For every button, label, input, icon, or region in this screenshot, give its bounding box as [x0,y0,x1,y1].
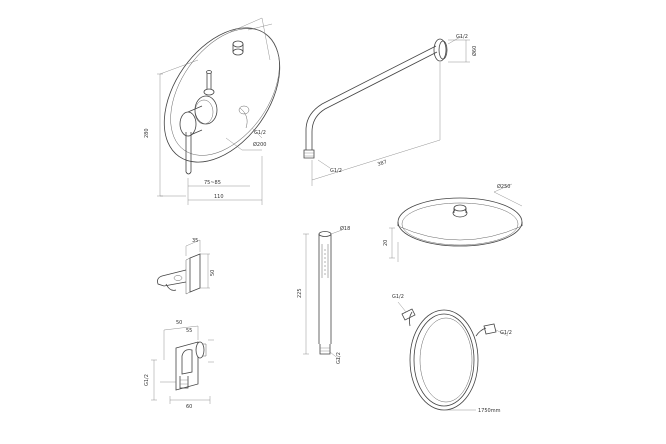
hose-length-label: 1750mm [478,408,501,414]
shower-arm-drawing: 387 G1/2 Ø60 G1/2 [303,34,478,186]
mixer-height-label: 280 [144,128,150,138]
arm-thread-label: G1/2 [456,34,468,40]
mixer-drawing: 280 Ø200 75~85 110 G1/2 [144,17,281,205]
hand-shower-drawing: 225 Ø18 G1/2 [297,225,350,364]
wall-elbow-drawing: 50 55 G1/2 60 [144,320,214,410]
arm-outlet-label: G1/2 [330,168,342,174]
mixer-plate-diameter-label: Ø200 [253,141,266,148]
hand-shower-top-label: Ø18 [340,225,350,232]
head-height-label: 20 [383,240,389,246]
hand-shower-length-label: 225 [297,288,303,298]
holder-height-label: 50 [210,270,216,276]
elbow-thread-label: G1/2 [144,374,150,386]
arm-length-label: 387 [377,159,388,168]
elbow-width-label: 55 [186,328,192,334]
arm-flange-label: Ø60 [471,46,478,56]
mixer-thread-label: G1/2 [254,130,266,136]
hand-shower-thread-label: G1/2 [336,352,342,364]
hose-thread-right-label: G1/2 [500,330,512,336]
shower-holder-drawing: 35 50 [157,238,216,295]
shower-hose-drawing: G1/2 G1/2 1750mm [392,294,512,414]
mixer-depth-range-label: 75~85 [204,180,221,186]
holder-width-label: 35 [192,238,198,244]
rain-shower-head-drawing: Ø250 20 [383,183,523,262]
head-diameter-label: Ø250 [497,183,510,190]
elbow-depth-label: 50 [176,320,182,326]
hose-thread-left-label: G1/2 [392,294,404,300]
mixer-depth-label: 110 [214,194,224,200]
elbow-length-label: 60 [186,404,192,410]
